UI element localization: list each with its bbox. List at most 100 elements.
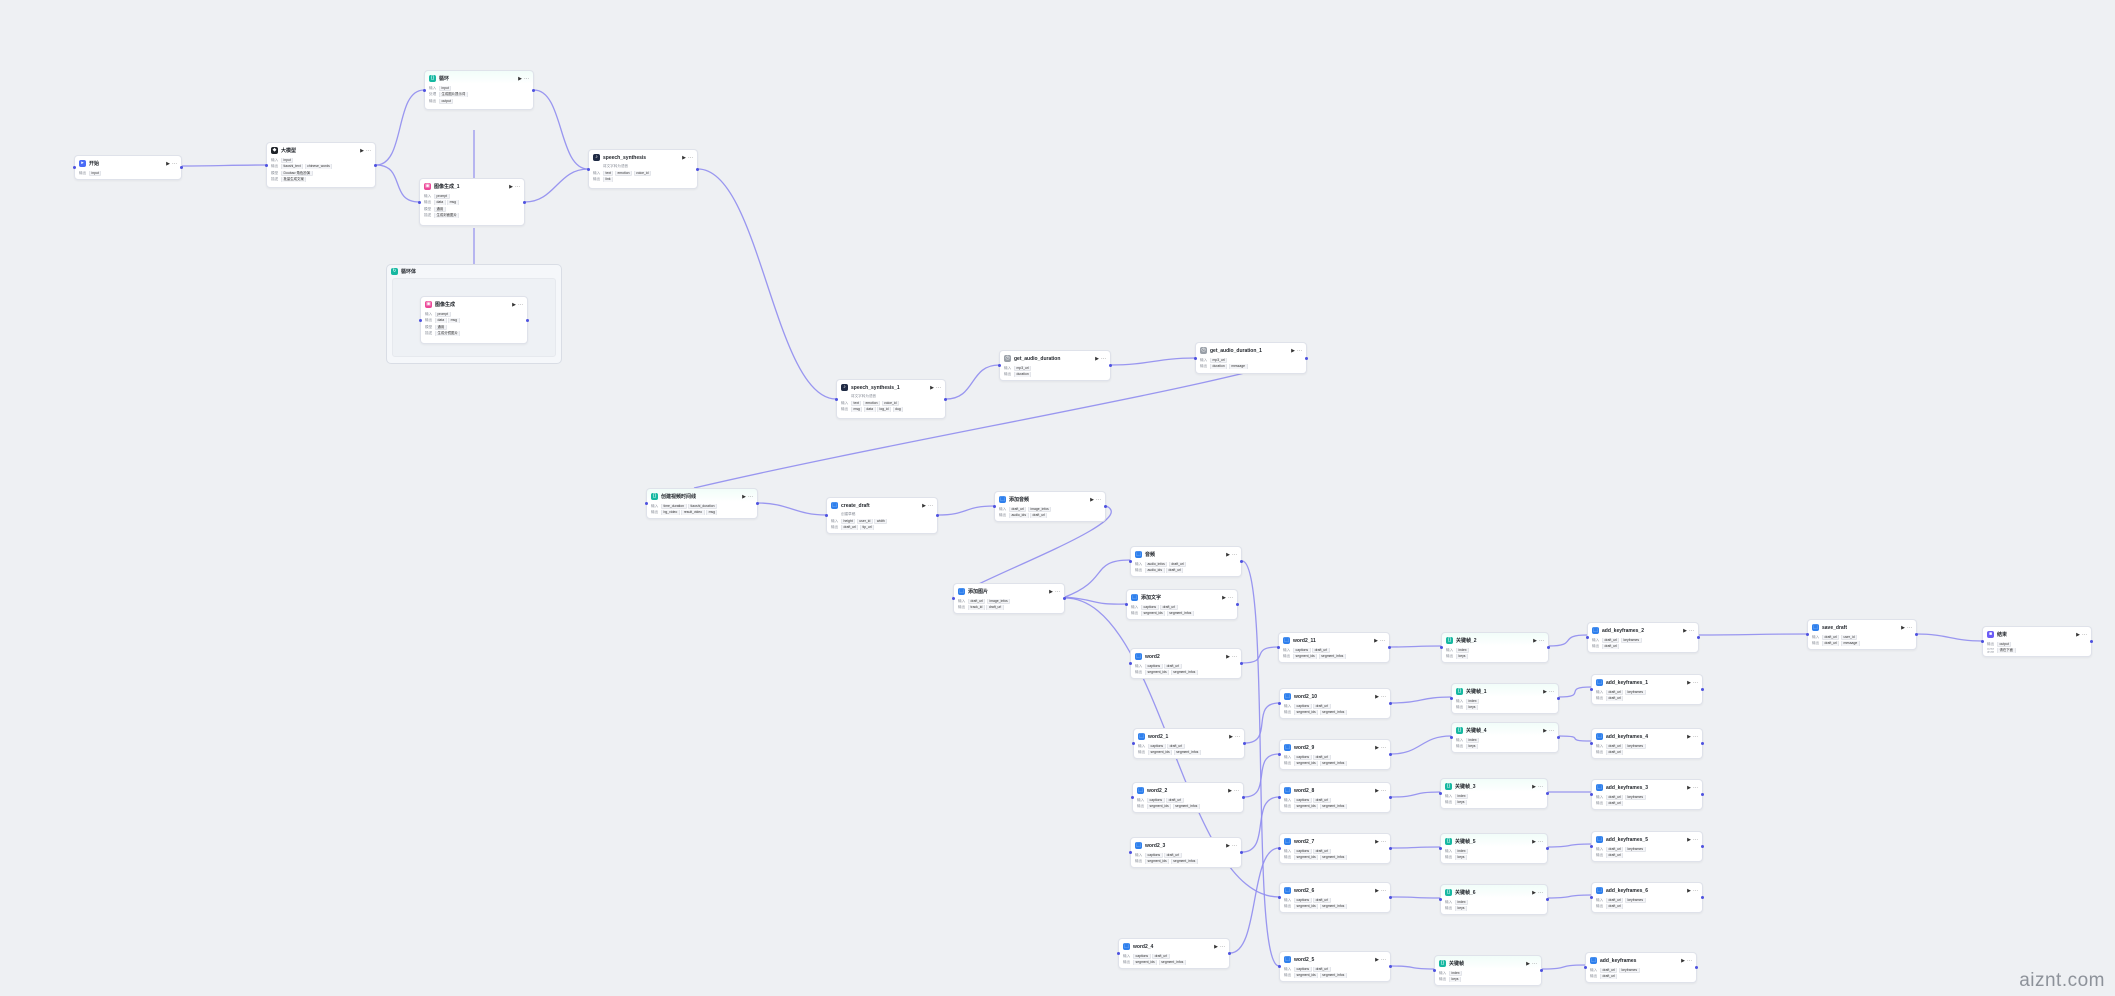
input-port[interactable] bbox=[1278, 796, 1281, 799]
more-options-icon[interactable]: ··· bbox=[366, 147, 371, 154]
more-options-icon[interactable]: ··· bbox=[1232, 653, 1237, 660]
connection-edge[interactable] bbox=[1241, 560, 1280, 967]
input-port[interactable] bbox=[1439, 898, 1442, 901]
run-node-icon[interactable]: ▶ bbox=[1687, 733, 1691, 740]
input-port[interactable] bbox=[265, 163, 268, 167]
more-options-icon[interactable]: ··· bbox=[1687, 957, 1692, 964]
more-options-icon[interactable]: ··· bbox=[172, 160, 177, 167]
more-options-icon[interactable]: ··· bbox=[688, 154, 693, 161]
connection-edge[interactable] bbox=[1244, 702, 1280, 744]
connection-edge[interactable] bbox=[945, 364, 1000, 400]
output-port[interactable] bbox=[1305, 356, 1308, 360]
input-port[interactable] bbox=[835, 397, 838, 401]
more-options-icon[interactable]: ··· bbox=[1689, 627, 1694, 634]
more-options-icon[interactable]: ··· bbox=[1381, 744, 1386, 751]
more-options-icon[interactable]: ··· bbox=[1538, 838, 1543, 845]
output-port[interactable] bbox=[1546, 792, 1549, 795]
more-options-icon[interactable]: ··· bbox=[1693, 784, 1698, 791]
output-port[interactable] bbox=[1389, 896, 1392, 899]
more-options-icon[interactable]: ··· bbox=[1693, 679, 1698, 686]
more-options-icon[interactable]: ··· bbox=[1297, 347, 1302, 354]
run-node-icon[interactable]: ▶ bbox=[1687, 836, 1691, 843]
input-port[interactable] bbox=[1125, 603, 1128, 606]
more-options-icon[interactable]: ··· bbox=[1693, 887, 1698, 894]
input-port[interactable] bbox=[1131, 796, 1134, 799]
input-port[interactable] bbox=[1194, 356, 1197, 360]
more-options-icon[interactable]: ··· bbox=[1538, 889, 1543, 896]
more-options-icon[interactable]: ··· bbox=[1381, 693, 1386, 700]
connection-edge[interactable] bbox=[1558, 686, 1592, 698]
output-port[interactable] bbox=[2090, 640, 2093, 643]
run-node-icon[interactable]: ▶ bbox=[1687, 679, 1691, 686]
input-port[interactable] bbox=[1129, 851, 1132, 854]
more-options-icon[interactable]: ··· bbox=[1381, 887, 1386, 894]
connection-edge[interactable] bbox=[1548, 634, 1588, 647]
more-options-icon[interactable]: ··· bbox=[1539, 637, 1544, 644]
output-port[interactable] bbox=[1389, 753, 1392, 756]
run-node-icon[interactable]: ▶ bbox=[1533, 637, 1537, 644]
input-port[interactable] bbox=[1806, 633, 1809, 636]
more-options-icon[interactable]: ··· bbox=[1055, 588, 1060, 595]
more-options-icon[interactable]: ··· bbox=[1532, 960, 1537, 967]
run-node-icon[interactable]: ▶ bbox=[1375, 956, 1379, 963]
input-port[interactable] bbox=[1450, 736, 1453, 739]
connection-edge[interactable] bbox=[375, 89, 425, 166]
input-port[interactable] bbox=[1433, 969, 1436, 972]
input-port[interactable] bbox=[423, 88, 426, 92]
more-options-icon[interactable]: ··· bbox=[1907, 624, 1912, 631]
run-node-icon[interactable]: ▶ bbox=[512, 301, 516, 308]
output-port[interactable] bbox=[1389, 847, 1392, 850]
connection-edge[interactable] bbox=[1110, 357, 1196, 366]
input-port[interactable] bbox=[73, 165, 76, 169]
output-port[interactable] bbox=[1546, 847, 1549, 850]
run-node-icon[interactable]: ▶ bbox=[922, 502, 926, 509]
output-port[interactable] bbox=[1243, 742, 1246, 745]
run-node-icon[interactable]: ▶ bbox=[518, 75, 522, 82]
more-options-icon[interactable]: ··· bbox=[928, 502, 933, 509]
more-options-icon[interactable]: ··· bbox=[1232, 551, 1237, 558]
input-port[interactable] bbox=[418, 200, 421, 204]
more-options-icon[interactable]: ··· bbox=[515, 183, 520, 190]
output-port[interactable] bbox=[1557, 736, 1560, 739]
connection-edge[interactable] bbox=[1390, 965, 1435, 970]
connection-edge[interactable] bbox=[1390, 791, 1441, 798]
more-options-icon[interactable]: ··· bbox=[1381, 956, 1386, 963]
run-node-icon[interactable]: ▶ bbox=[1683, 627, 1687, 634]
more-options-icon[interactable]: ··· bbox=[1381, 838, 1386, 845]
output-port[interactable] bbox=[1701, 845, 1704, 848]
input-port[interactable] bbox=[645, 502, 648, 505]
run-node-icon[interactable]: ▶ bbox=[2076, 631, 2080, 638]
run-node-icon[interactable]: ▶ bbox=[1375, 838, 1379, 845]
output-port[interactable] bbox=[1240, 851, 1243, 854]
input-port[interactable] bbox=[998, 364, 1001, 367]
run-node-icon[interactable]: ▶ bbox=[1375, 887, 1379, 894]
input-port[interactable] bbox=[1117, 952, 1120, 955]
output-port[interactable] bbox=[374, 163, 377, 167]
run-node-icon[interactable]: ▶ bbox=[1687, 784, 1691, 791]
output-port[interactable] bbox=[1389, 796, 1392, 799]
connection-edge[interactable] bbox=[1698, 633, 1808, 636]
input-port[interactable] bbox=[1590, 688, 1593, 691]
connection-edge[interactable] bbox=[693, 357, 1301, 489]
run-node-icon[interactable]: ▶ bbox=[1526, 960, 1530, 967]
output-port[interactable] bbox=[180, 165, 183, 169]
input-port[interactable] bbox=[1590, 896, 1593, 899]
run-node-icon[interactable]: ▶ bbox=[1228, 787, 1232, 794]
output-port[interactable] bbox=[1557, 697, 1560, 700]
